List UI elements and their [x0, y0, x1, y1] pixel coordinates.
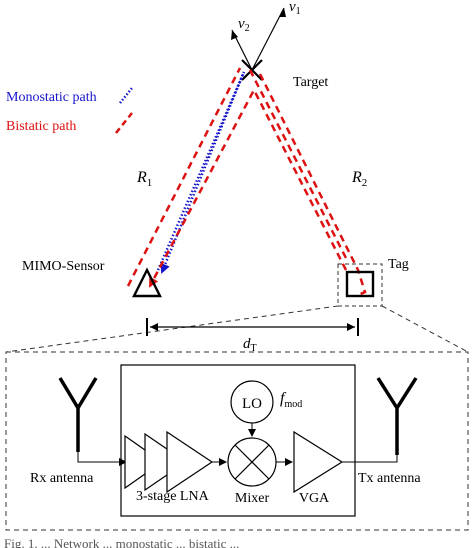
lna-label: 3-stage LNA	[136, 489, 210, 504]
zoom-line-left	[5, 305, 339, 353]
dt-label: dT	[243, 336, 257, 354]
mimo-sensor-label: MIMO-Sensor	[22, 259, 105, 274]
lo-label: LO	[242, 396, 262, 412]
figure-caption: Fig. 1. ... Network ... monostatic ... b…	[4, 536, 239, 548]
vga-to-tx-wire	[342, 455, 398, 463]
circuit-box	[120, 364, 356, 517]
r2-label: R2	[351, 169, 367, 189]
mixer-icon	[227, 437, 277, 487]
legend-monostatic-swatch	[119, 87, 133, 104]
legend-bistatic-label: Bistatic path	[6, 119, 76, 134]
rx-antenna-icon	[58, 377, 98, 452]
zoom-line-right	[381, 305, 469, 353]
circuit-zoom-frame	[5, 351, 469, 531]
tag-zoom-box	[337, 263, 383, 307]
tx-antenna-icon	[376, 377, 418, 455]
vga-label: VGA	[299, 491, 330, 506]
bistatic-path-tag-loop	[258, 73, 367, 298]
bistatic-path-return	[148, 87, 348, 288]
dt-dimension	[146, 318, 359, 336]
v1-label: v1	[289, 0, 301, 17]
velocity-v2-arrow	[231, 29, 253, 71]
r1-label: R1	[136, 169, 152, 189]
rx-antenna-label: Rx antenna	[30, 471, 94, 486]
fmod-label: fmod	[280, 390, 302, 410]
legend-bistatic-swatch	[115, 112, 133, 134]
tx-antenna-label: Tx antenna	[358, 471, 421, 486]
bistatic-path-target-tag-outer	[248, 69, 350, 263]
v2-label: v2	[238, 16, 250, 34]
mimo-sensor-icon	[132, 267, 162, 298]
rx-to-lna-wire	[77, 452, 127, 466]
lna-stages	[124, 430, 214, 494]
target-marker	[241, 59, 263, 81]
tag-label: Tag	[388, 257, 409, 272]
target-label: Target	[293, 75, 328, 90]
bistatic-path-sensor-target	[126, 67, 242, 287]
tag-icon	[345, 270, 375, 298]
monostatic-path	[156, 71, 246, 274]
mixer-label: Mixer	[235, 491, 270, 506]
vga-amplifier	[293, 430, 344, 494]
legend-monostatic-label: Monostatic path	[6, 90, 97, 105]
velocity-v1-arrow	[251, 7, 286, 71]
